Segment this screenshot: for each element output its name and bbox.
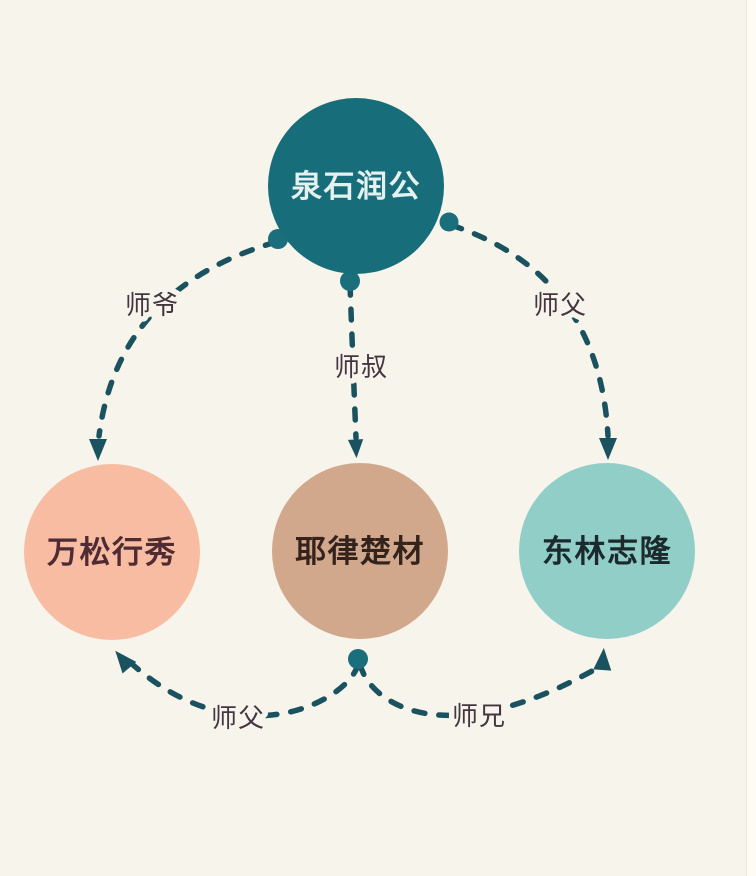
node-wansong-xingxiu-circle: [24, 464, 200, 640]
edge-shishu-arrowhead-icon: [347, 439, 364, 459]
edge-shifu-bottom-path: [129, 661, 361, 719]
connector-dot-top-right: [439, 212, 459, 232]
edge-shixiong: [357, 648, 612, 719]
node-yelv-chucai-circle: [272, 463, 448, 639]
edge-shifu-bottom: [115, 650, 361, 719]
node-quanshi-rungong: 泉石润公: [268, 98, 444, 274]
edge-shiye: [89, 239, 279, 461]
edge-shixiong-arrowhead-icon: [593, 648, 612, 671]
edge-shifu-right-arrowhead-icon: [599, 438, 617, 460]
edge-shiye-arrowhead-icon: [89, 439, 107, 461]
edge-label-shiye: 师爷: [125, 291, 179, 321]
node-yelv-chucai-label: 耶律楚材: [295, 534, 425, 570]
edge-label-shifu-right: 师父: [533, 291, 587, 321]
connector-dot-top-bottom: [340, 271, 360, 291]
edge-shifu-right: [448, 222, 617, 460]
edge-shiye-path: [96, 239, 279, 439]
edge-shifu-bottom-arrowhead-icon: [115, 650, 137, 674]
edge-label-shixiong: 师兄: [452, 702, 506, 732]
node-donglin-zhilong-circle: [519, 463, 695, 639]
edge-shifu-right-path: [448, 222, 611, 439]
right-edge-highlight: [746, 0, 756, 876]
node-donglin-zhilong-label: 东林志隆: [542, 534, 672, 570]
edge-label-shifu-bottom: 师父: [211, 704, 265, 734]
edge-shishu: [347, 281, 364, 459]
connector-dot-middle-bottom: [348, 649, 368, 669]
edge-shishu-path: [347, 281, 359, 441]
node-quanshi-rungong-circle: [268, 98, 444, 274]
node-yelv-chucai: 耶律楚材: [272, 463, 448, 639]
node-wansong-xingxiu-label: 万松行秀: [47, 535, 177, 571]
edge-shixiong-path: [357, 661, 604, 719]
node-wansong-xingxiu: 万松行秀: [24, 464, 200, 640]
node-quanshi-rungong-label: 泉石润公: [291, 169, 421, 205]
edge-label-shishu: 师叔: [334, 353, 388, 383]
node-donglin-zhilong: 东林志隆: [519, 463, 695, 639]
